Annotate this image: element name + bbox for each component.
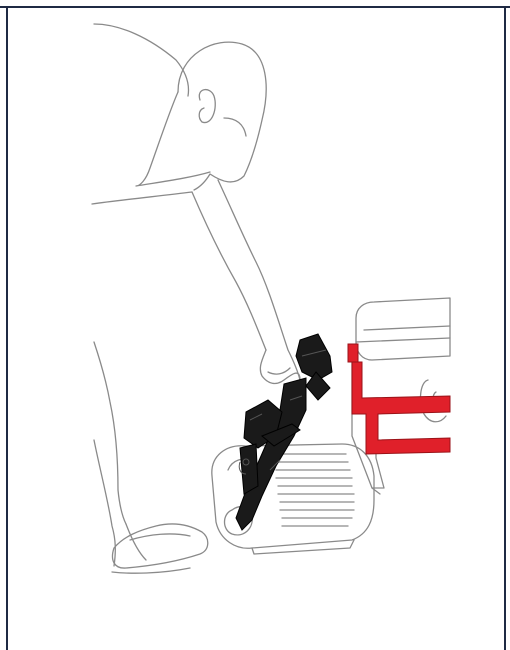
platform-grate bbox=[276, 454, 354, 526]
red-frame-bracket bbox=[348, 344, 450, 454]
person-torso bbox=[94, 342, 126, 524]
tool-handle bbox=[296, 334, 332, 380]
machine-platform bbox=[212, 444, 374, 554]
machine-hood bbox=[356, 298, 450, 360]
instruction-illustration bbox=[8, 8, 504, 650]
person-cap bbox=[136, 92, 210, 186]
person-back bbox=[94, 24, 189, 96]
attachment-tool bbox=[236, 334, 332, 530]
person-arm-lower bbox=[218, 180, 300, 380]
person-shoulder bbox=[92, 192, 192, 204]
person-ear bbox=[199, 90, 215, 123]
frame-border-right bbox=[504, 6, 506, 650]
person-head bbox=[178, 42, 266, 190]
person-figure bbox=[92, 24, 300, 573]
platform-outline bbox=[212, 444, 374, 548]
person-shoe bbox=[113, 524, 208, 568]
illustration-svg bbox=[8, 8, 504, 650]
person-hand bbox=[260, 350, 300, 383]
person-arm-upper bbox=[192, 192, 266, 350]
person-leg-front bbox=[94, 440, 115, 566]
